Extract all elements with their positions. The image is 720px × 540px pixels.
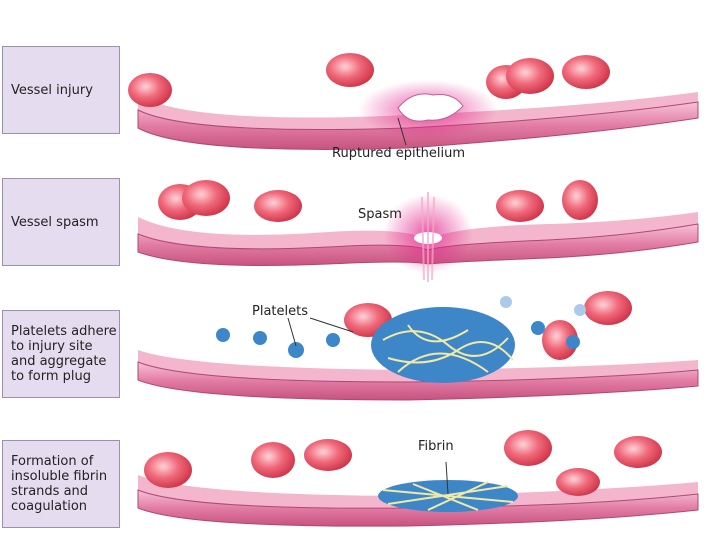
panel-label-fibrin: Formation of insoluble fibrin strands an… [2, 440, 120, 528]
red-blood-cell [556, 468, 600, 496]
platelet [288, 342, 304, 358]
panel-label-text: Formation of insoluble fibrin strands an… [11, 454, 108, 514]
vessel-inner-surface [138, 92, 698, 130]
platelet [500, 296, 512, 308]
vessel-spasm-illustration [137, 180, 699, 282]
vessel-inner-surface [138, 475, 698, 509]
platelet [326, 333, 340, 347]
red-blood-cell [251, 442, 295, 478]
vessel-wall [137, 361, 699, 401]
panel-label-text: Vessel spasm [11, 214, 99, 230]
red-blood-cell [496, 190, 544, 222]
panel-label-vessel-spasm: Vessel spasm [2, 178, 120, 266]
red-blood-cell [584, 291, 632, 325]
fibrin-strands [382, 481, 514, 511]
panel-label-vessel-injury: Vessel injury [2, 46, 120, 134]
fibrin-illustration [137, 430, 699, 527]
panel-label-platelets: Platelets adhere to injury site and aggr… [2, 310, 120, 398]
red-blood-cell [326, 53, 374, 87]
red-blood-cell [254, 190, 302, 222]
annotation-leader [397, 117, 407, 146]
panel-label-text: Platelets adhere to injury site and aggr… [11, 324, 117, 384]
red-blood-cell [304, 439, 352, 471]
red-blood-cell [562, 55, 610, 89]
fibrin-mesh [382, 324, 514, 373]
vessel-wall [137, 101, 699, 150]
red-blood-cell [506, 58, 554, 94]
red-blood-cell [542, 320, 578, 360]
red-blood-cell [504, 430, 552, 466]
annotation-ruptured-epithelium: Ruptured epithelium [332, 146, 466, 161]
vessel-wall [137, 223, 699, 266]
annotation-platelets: Platelets [252, 304, 308, 319]
red-blood-cell [562, 180, 598, 220]
red-blood-cell [614, 436, 662, 468]
platelet [566, 335, 580, 349]
panel-label-text: Vessel injury [11, 82, 93, 98]
platelet [531, 321, 545, 335]
spasm-rays [421, 192, 435, 282]
platelet [574, 304, 586, 316]
red-blood-cell [144, 452, 192, 488]
vessel-inner-surface [138, 350, 698, 382]
rupture [397, 93, 464, 122]
vessel-injury-illustration [128, 53, 699, 150]
red-blood-cell [182, 180, 230, 216]
platelet-plug-illustration [137, 291, 699, 401]
red-blood-cell [128, 73, 172, 107]
platelet [253, 331, 267, 345]
annotation-leader [445, 461, 449, 495]
vessel-inner-surface [138, 212, 698, 250]
annotation-leaders [287, 317, 354, 347]
annotation-fibrin: Fibrin [418, 439, 454, 454]
platelet [216, 328, 230, 342]
annotation-spasm: Spasm [358, 207, 402, 222]
